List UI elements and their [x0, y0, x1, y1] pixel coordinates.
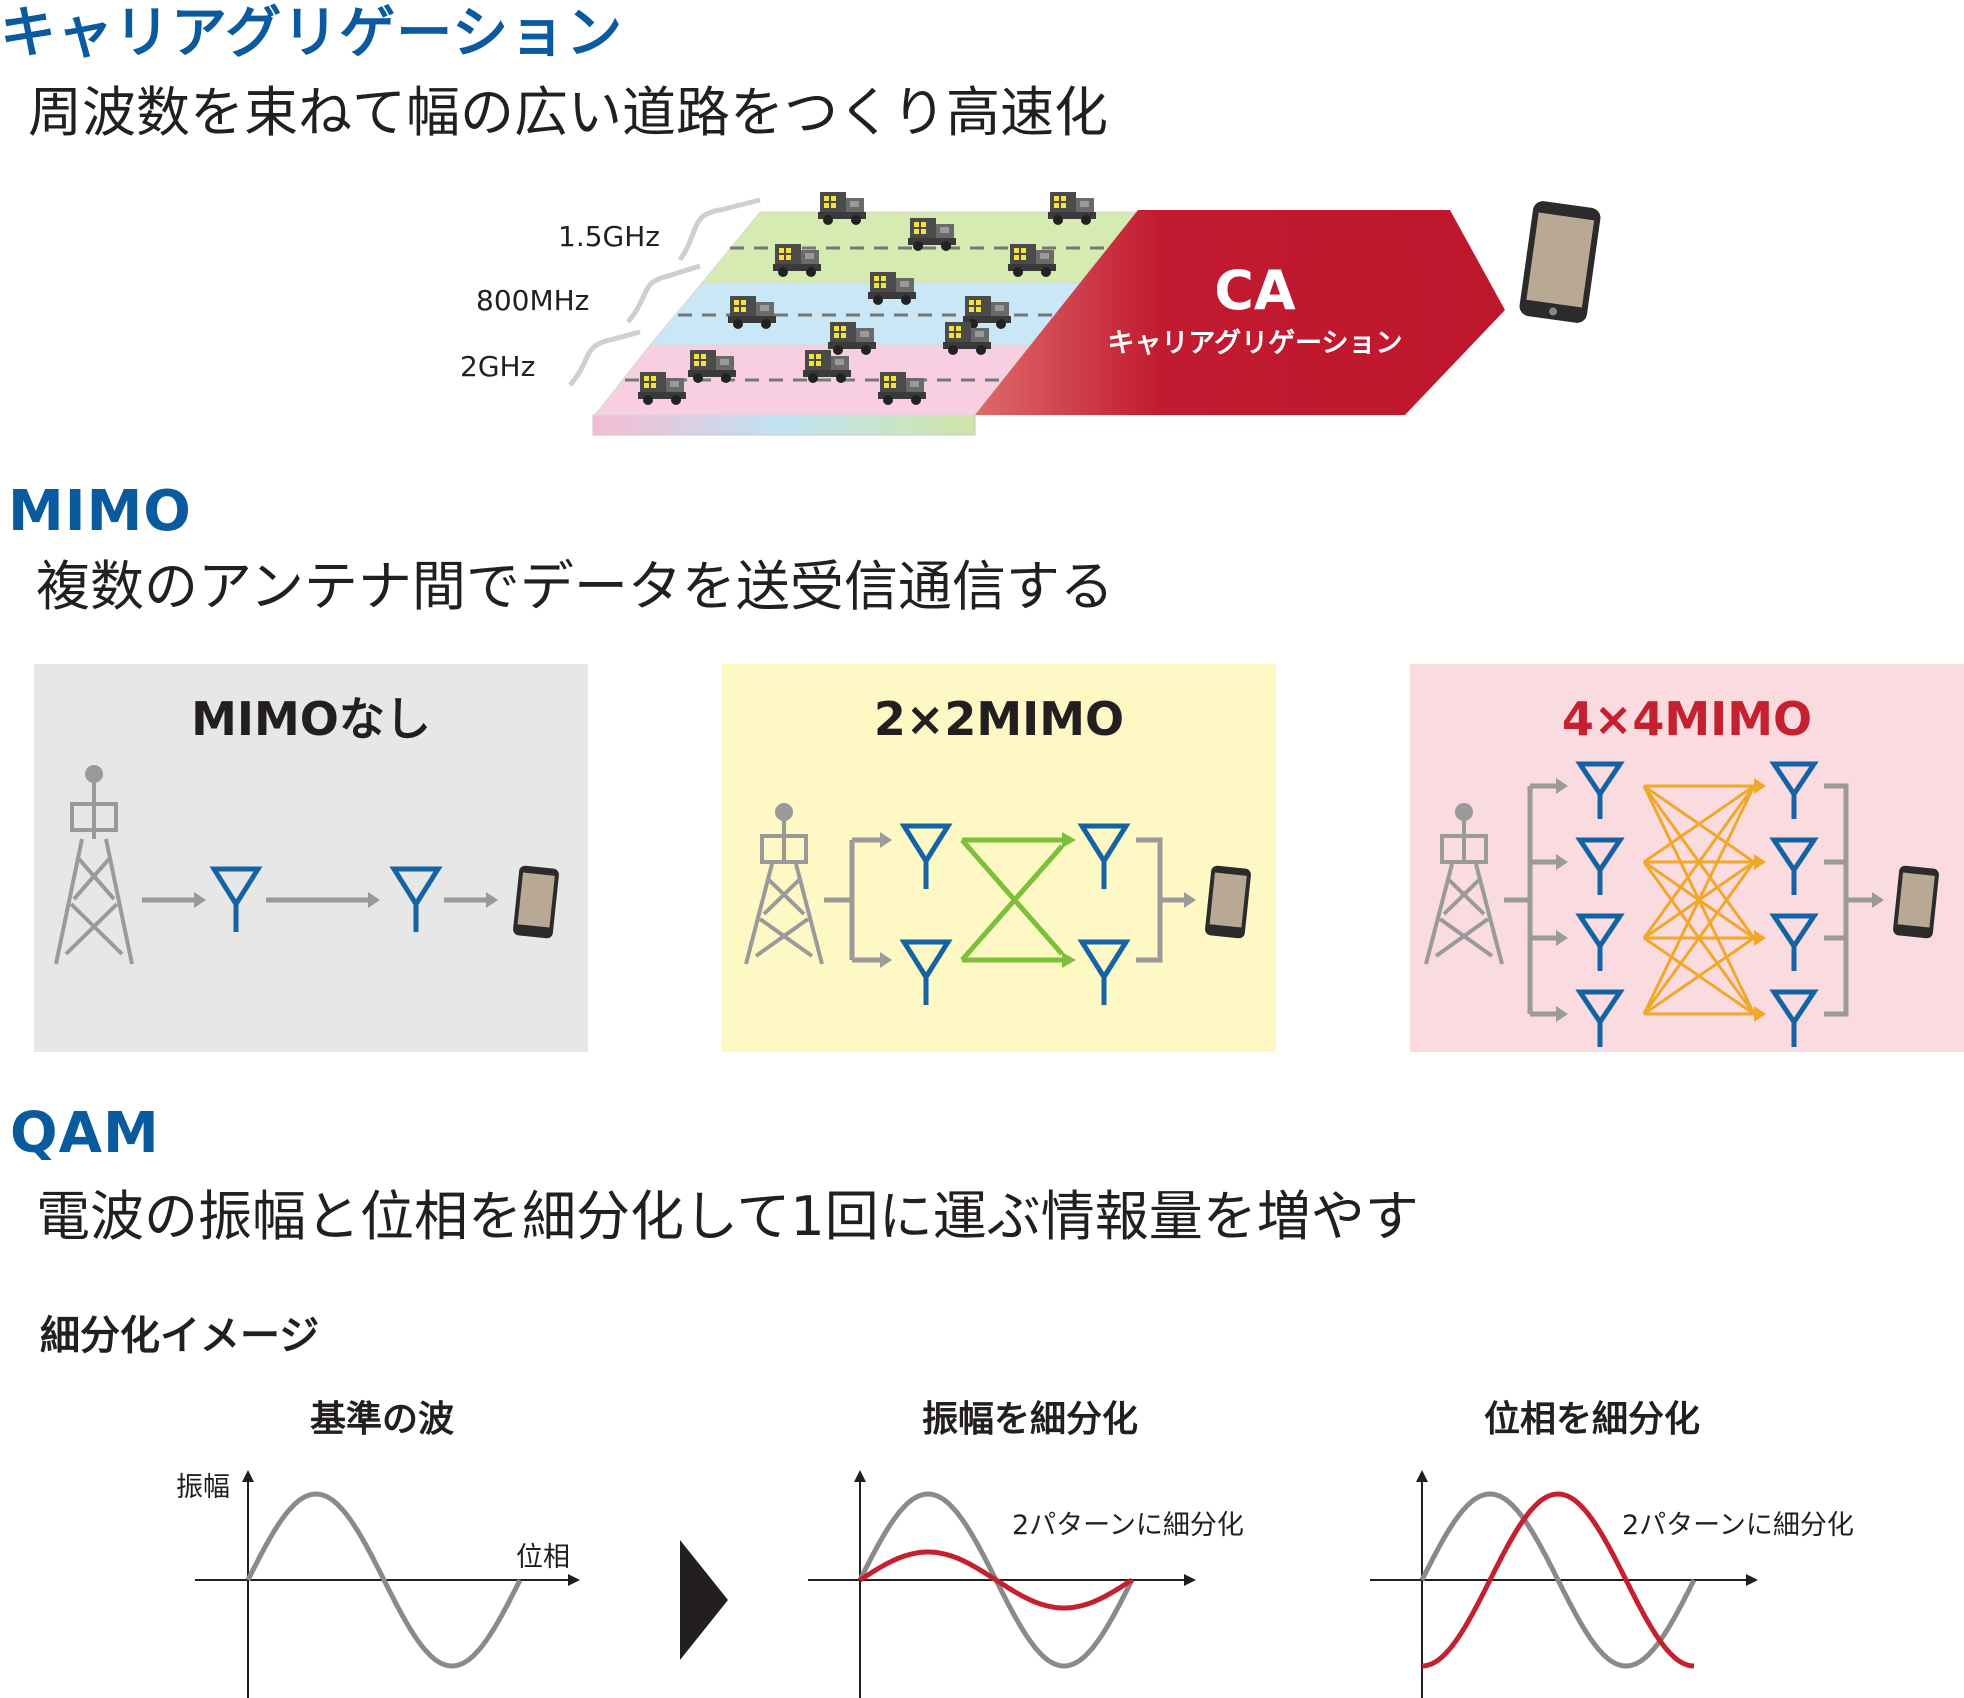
phone-icon: [1519, 201, 1601, 323]
mimo-4x4-diagram: [1424, 761, 1939, 1047]
ca-arrow-shape: [975, 210, 1505, 415]
band-label-800mhz: 800MHz: [476, 284, 590, 317]
graph-title-amplitude: 振幅を細分化: [922, 1399, 1139, 1440]
qam-section-subtitle: 電波の振幅と位相を細分化して1回に運ぶ情報量を増やす: [36, 1185, 1419, 1248]
mimo-panel-none-title: MIMOなし: [191, 692, 431, 746]
band-label-1-5ghz: 1.5GHz: [558, 220, 660, 253]
ca-arrow-title: CA: [1214, 259, 1296, 322]
mimo-panel-2x2: 2×2MIMO: [722, 664, 1276, 1052]
ca-section-title: キャリアグリゲーション: [0, 1, 624, 66]
reference-wave: [245, 1491, 523, 1669]
mimo-section-title: MIMO: [8, 479, 192, 544]
amplitude-note: 2パターンに細分化: [1012, 1510, 1244, 1541]
amplitude-wave-red: [858, 1549, 1134, 1611]
tower-icon: [744, 803, 824, 965]
qam-section-title: QAM: [10, 1101, 160, 1166]
ca-arrow-subtitle: キャリアグリゲーション: [1107, 328, 1403, 359]
mimo-section-subtitle: 複数のアンテナ間でデータを送受信通信する: [36, 555, 1114, 618]
ca-section-subtitle: 周波数を束ねて幅の広い道路をつくり高速化: [28, 81, 1108, 144]
antenna-icon: [899, 939, 953, 1005]
antenna-icon: [1077, 823, 1131, 889]
x-axis-label: 位相: [516, 1542, 570, 1573]
mimo-panel-2x2-title: 2×2MIMO: [873, 692, 1125, 746]
mimo-panel-none: MIMOなし: [34, 664, 588, 1052]
phone-icon: [1893, 865, 1939, 939]
band-label-2ghz: 2GHz: [460, 350, 536, 383]
ca-diagram: [0, 0, 1964, 460]
graph-title-phase: 位相を細分化: [1484, 1399, 1701, 1440]
qam-image-heading: 細分化イメージ: [40, 1313, 320, 1359]
phase-note: 2パターンに細分化: [1622, 1510, 1854, 1541]
phone-icon: [513, 865, 559, 939]
antenna-icon: [389, 866, 443, 932]
antenna-icon: [1077, 939, 1131, 1005]
graph-title-reference: 基準の波: [310, 1399, 455, 1440]
ca-illustration: [568, 192, 1601, 436]
phone-icon: [1205, 865, 1251, 939]
tower-icon: [54, 765, 134, 965]
antenna-icon: [209, 866, 263, 932]
mimo-none-diagram: [54, 765, 559, 965]
antenna-icon: [899, 823, 953, 889]
y-axis-label: 振幅: [176, 1472, 230, 1503]
mimo-panel-4x4: 4×4MIMO: [1410, 664, 1964, 1052]
play-arrow-icon: [680, 1540, 728, 1660]
mimo-panel-4x4-title: 4×4MIMO: [1561, 692, 1813, 746]
mimo-2x2-diagram: [744, 803, 1251, 1005]
tower-icon: [1424, 803, 1504, 965]
